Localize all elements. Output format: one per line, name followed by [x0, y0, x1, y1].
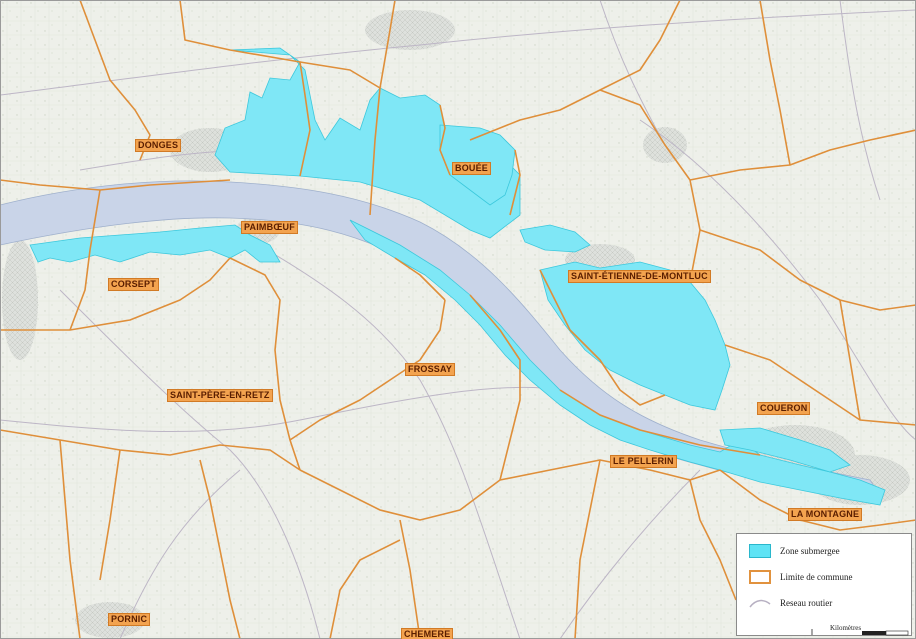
legend-item-road-network: Reseau routier	[749, 596, 832, 610]
commune-label-bouee: BOUÉE	[452, 162, 492, 175]
commune-label-coueron: COUERON	[757, 402, 811, 415]
road-line-icon	[749, 599, 771, 608]
legend-label: Limite de commune	[780, 572, 853, 582]
legend-item-commune-border: Limite de commune	[749, 570, 852, 584]
map-legend: Zone submergee Limite de commune Reseau …	[736, 533, 912, 636]
commune-border-icon	[749, 570, 771, 584]
commune-label-la-montagne: LA MONTAGNE	[788, 508, 863, 521]
commune-label-paimboeuf: PAIMBŒUF	[241, 221, 298, 234]
commune-label-saint-etienne-de-montluc: SAINT-ÉTIENNE-DE-MONTLUC	[568, 270, 711, 283]
commune-label-pornic: PORNIC	[108, 613, 151, 626]
legend-label: Reseau routier	[780, 598, 833, 608]
flood-zone	[29, 47, 886, 506]
legend-label: Zone submergee	[780, 546, 840, 556]
commune-label-saint-pere-en-retz: SAINT-PÈRE-EN-RETZ	[167, 389, 273, 402]
water-swatch-icon	[749, 544, 771, 558]
commune-label-corsept: CORSEPT	[108, 278, 159, 291]
scale-bar: Kilomètres	[746, 624, 910, 636]
commune-label-frossay: FROSSAY	[405, 363, 456, 376]
commune-label-chemere: CHEMERE	[401, 628, 454, 639]
legend-item-flood-zone: Zone submergee	[749, 544, 840, 558]
scale-bar-graphic	[811, 629, 909, 636]
commune-label-le-pellerin: LE PELLERIN	[610, 455, 677, 468]
scale-label: Kilomètres	[830, 624, 862, 632]
commune-label-donges: DONGES	[135, 139, 182, 152]
